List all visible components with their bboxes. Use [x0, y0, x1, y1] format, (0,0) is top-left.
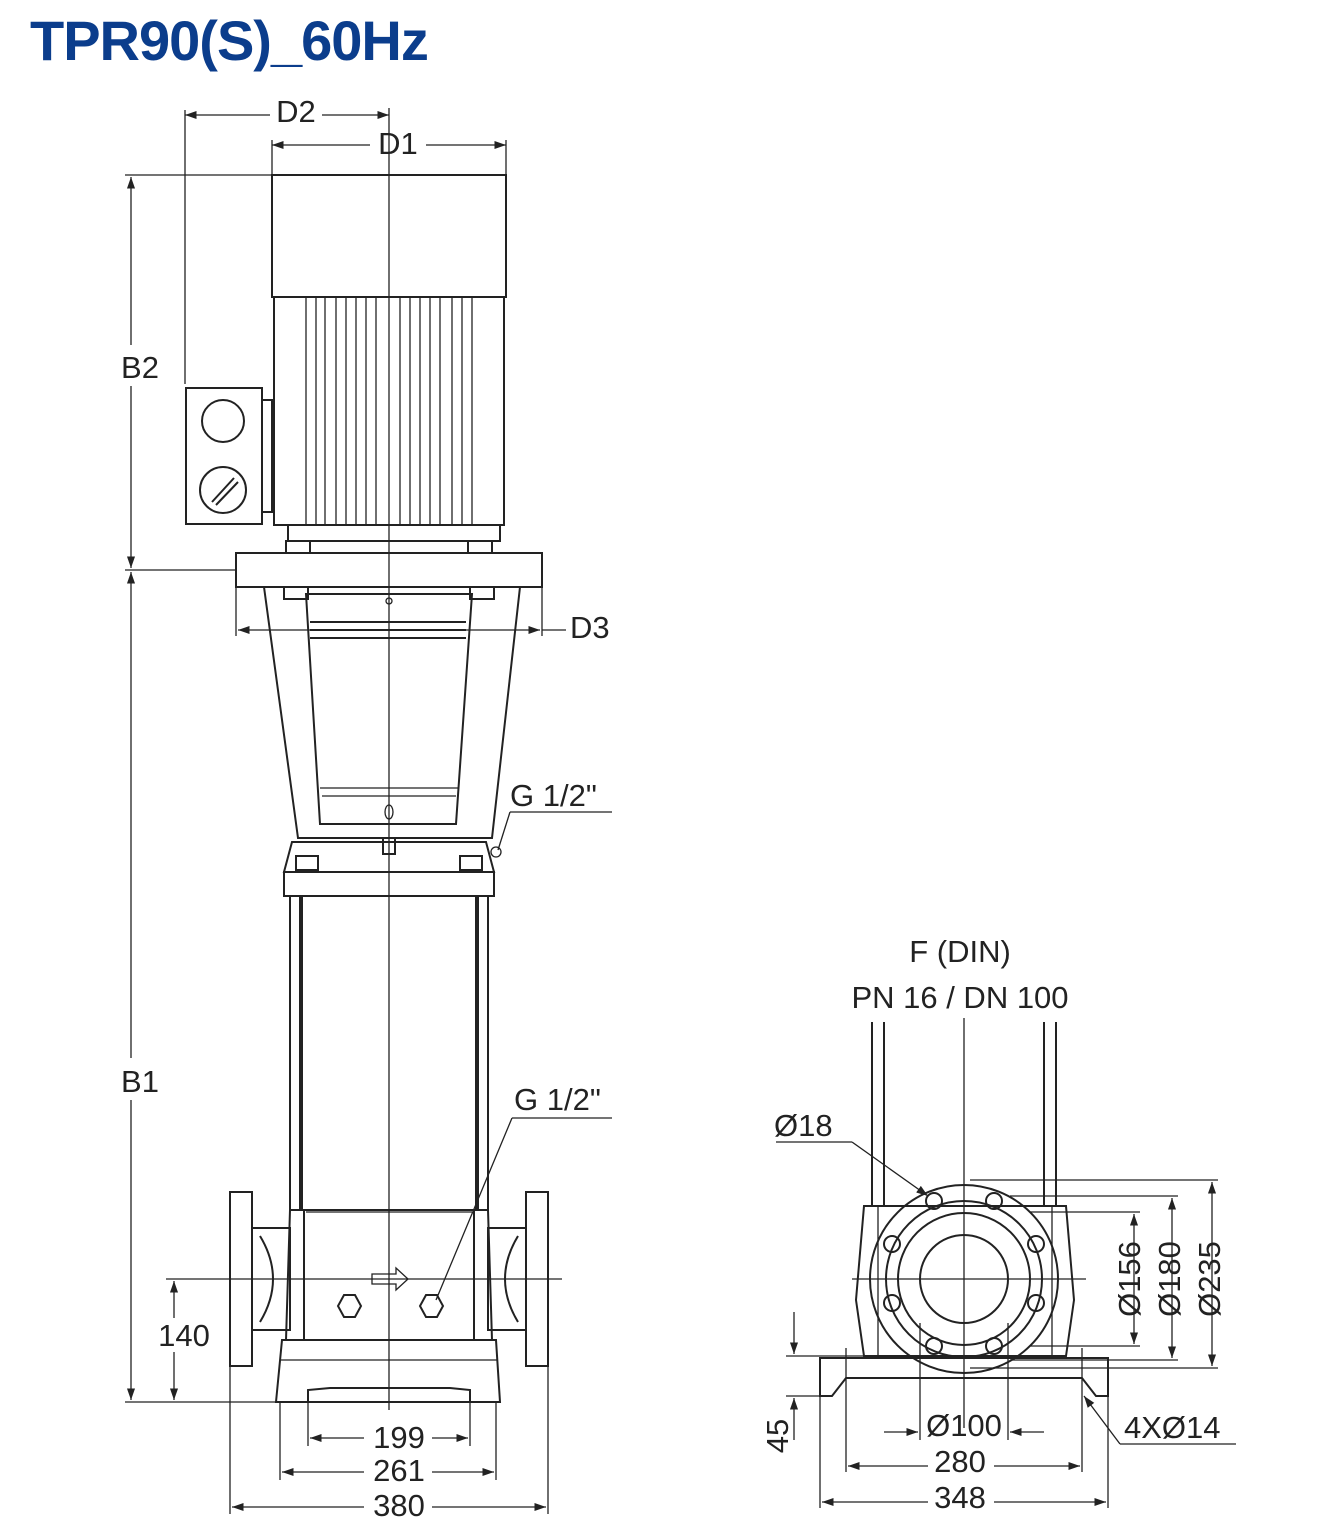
label-140: 140: [158, 1318, 210, 1353]
terminal-box: [185, 387, 273, 525]
page-title: TPR90(S)_60Hz: [30, 9, 429, 72]
label-g-top: G 1/2": [510, 778, 597, 813]
flange-bolt-holes: [883, 1192, 1045, 1355]
label-280: 280: [934, 1444, 986, 1479]
label-dia-235: Ø235: [1192, 1241, 1227, 1317]
label-b1: B1: [121, 1064, 159, 1099]
label-dia-180: Ø180: [1152, 1241, 1187, 1317]
label-dia-156: Ø156: [1112, 1241, 1147, 1317]
label-261: 261: [373, 1453, 425, 1488]
label-348: 348: [934, 1480, 986, 1515]
label-dia-18: Ø18: [774, 1108, 833, 1143]
side-dimensions: Ø18 Ø156 Ø180 Ø235 Ø100 280 348: [760, 1108, 1236, 1515]
label-45: 45: [760, 1419, 795, 1453]
flange-type-label: F (DIN): [909, 934, 1011, 969]
motor-fins: [305, 297, 473, 525]
label-g-bottom: G 1/2": [514, 1082, 601, 1117]
label-d1: D1: [378, 126, 418, 161]
pump-side-view: [819, 1018, 1109, 1428]
front-dimensions: D2 D1 B2 B1 D3 G 1/2" G 1/2" 140: [121, 94, 612, 1523]
label-380: 380: [373, 1488, 425, 1523]
pump-front-view: [185, 108, 549, 1410]
flange-spec-label: PN 16 / DN 100: [851, 980, 1068, 1015]
label-199: 199: [373, 1420, 425, 1455]
label-d3: D3: [570, 610, 610, 645]
label-dia-100: Ø100: [926, 1408, 1002, 1443]
label-d2: D2: [276, 94, 316, 129]
label-4x-dia-14: 4XØ14: [1124, 1410, 1221, 1445]
label-b2: B2: [121, 350, 159, 385]
